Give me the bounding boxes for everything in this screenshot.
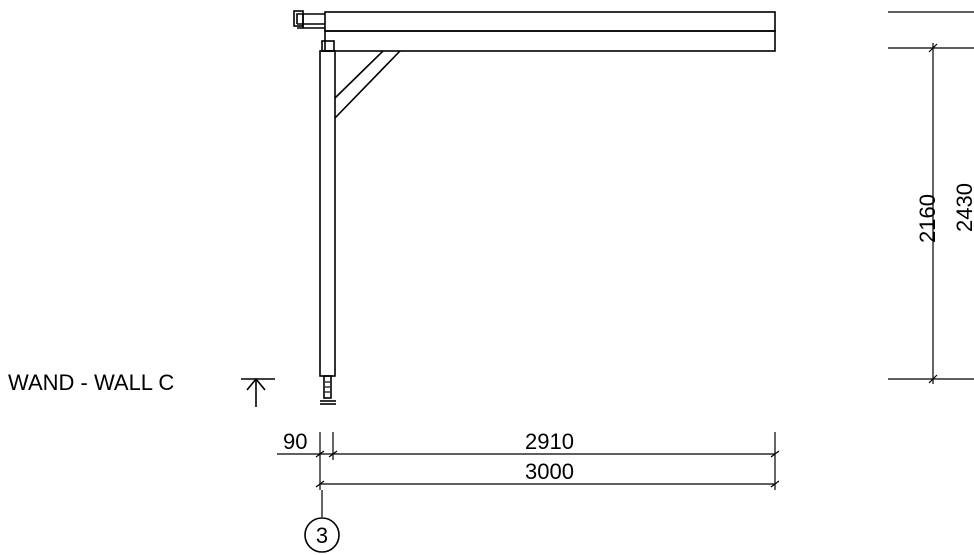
dim-post-width: 90 bbox=[283, 429, 307, 454]
post-foot bbox=[320, 375, 336, 405]
dim-clear-height: 2160 bbox=[915, 194, 940, 243]
dim-total-width: 3000 bbox=[525, 459, 574, 484]
top-beam bbox=[324, 11, 776, 52]
grid-marker: 3 bbox=[304, 490, 340, 553]
horizontal-dimensions: 90 2910 3000 bbox=[277, 429, 780, 490]
vertical-post bbox=[319, 40, 336, 377]
beam-end-bracket bbox=[293, 10, 325, 29]
wall-section-marker: WAND - WALL C bbox=[8, 370, 275, 407]
wall-label: WAND - WALL C bbox=[8, 370, 174, 395]
grid-marker-label: 3 bbox=[316, 523, 328, 548]
vertical-dimensions: 2160 2430 bbox=[888, 11, 974, 384]
dim-total-height: 2430 bbox=[952, 183, 974, 232]
diagonal-brace bbox=[334, 50, 401, 119]
dim-beam-span: 2910 bbox=[525, 429, 574, 454]
